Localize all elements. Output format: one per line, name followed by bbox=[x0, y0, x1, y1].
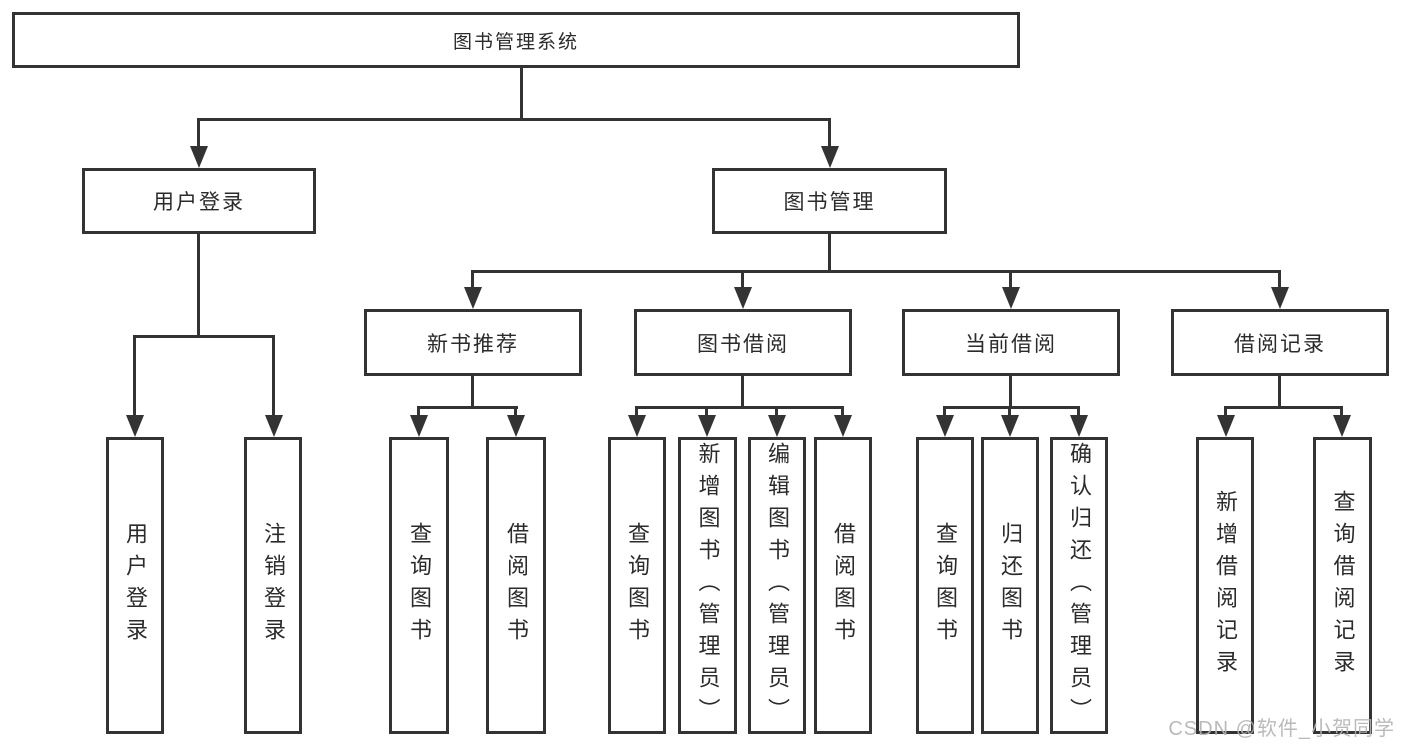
arrowhead-icon bbox=[1217, 415, 1235, 437]
leaf-add-borrow-record: 新增借阅记录 bbox=[1196, 437, 1254, 734]
connector-g4-branch bbox=[943, 406, 1080, 409]
connector-g1-child2 bbox=[272, 335, 275, 415]
connector-g3-branch bbox=[635, 406, 844, 409]
connector-g1-child1 bbox=[133, 335, 136, 415]
connector-g3-child4 bbox=[841, 406, 844, 415]
arrowhead-icon bbox=[126, 415, 144, 437]
connector-g3-child3 bbox=[775, 406, 778, 415]
leaf-query-books-2: 查询图书 bbox=[608, 437, 666, 734]
connector-root-branch bbox=[197, 118, 831, 121]
connector-userlogin-stem bbox=[197, 118, 200, 146]
arrowhead-icon bbox=[821, 146, 839, 168]
node-borrowing-records: 借阅记录 bbox=[1171, 309, 1389, 376]
connector-l3-child1 bbox=[471, 270, 474, 287]
connector-g1-stem bbox=[197, 234, 200, 337]
arrowhead-icon bbox=[464, 287, 482, 309]
node-book-borrowing: 图书借阅 bbox=[634, 309, 852, 376]
connector-g5-branch bbox=[1224, 406, 1342, 409]
connector-l3-child2 bbox=[741, 270, 744, 287]
leaf-user-login: 用户登录 bbox=[106, 437, 164, 734]
leaf-query-books-1: 查询图书 bbox=[389, 437, 449, 734]
arrowhead-icon bbox=[768, 415, 786, 437]
arrowhead-icon bbox=[190, 146, 208, 168]
connector-g2-child1 bbox=[417, 406, 420, 415]
arrowhead-icon bbox=[507, 415, 525, 437]
leaf-borrow-books-1: 借阅图书 bbox=[486, 437, 546, 734]
arrowhead-icon bbox=[698, 415, 716, 437]
connector-g3-child2 bbox=[705, 406, 708, 415]
arrowhead-icon bbox=[734, 287, 752, 309]
connector-g3-stem bbox=[741, 376, 744, 408]
node-current-borrowing: 当前借阅 bbox=[902, 309, 1120, 376]
node-book-management: 图书管理 bbox=[712, 168, 947, 234]
connector-l3-stem bbox=[828, 234, 831, 272]
connector-l3-child4 bbox=[1278, 270, 1281, 287]
arrowhead-icon bbox=[1333, 415, 1351, 437]
leaf-query-books-3: 查询图书 bbox=[916, 437, 974, 734]
connector-l3-branch bbox=[471, 270, 1281, 273]
arrowhead-icon bbox=[628, 415, 646, 437]
arrowhead-icon bbox=[410, 415, 428, 437]
arrowhead-icon bbox=[834, 415, 852, 437]
leaf-edit-book-admin: 编辑图书（管理员） bbox=[748, 437, 806, 734]
arrowhead-icon bbox=[265, 415, 283, 437]
arrowhead-icon bbox=[1271, 287, 1289, 309]
connector-g4-child2 bbox=[1008, 406, 1011, 415]
connector-g4-child1 bbox=[943, 406, 946, 415]
arrowhead-icon bbox=[1070, 415, 1088, 437]
connector-g5-child1 bbox=[1224, 406, 1227, 415]
connector-l3-child3 bbox=[1009, 270, 1012, 287]
connector-g3-child1 bbox=[635, 406, 638, 415]
connector-g2-branch bbox=[417, 406, 518, 409]
connector-g4-child3 bbox=[1077, 406, 1080, 415]
leaf-logout: 注销登录 bbox=[244, 437, 302, 734]
leaf-return-books: 归还图书 bbox=[981, 437, 1039, 734]
leaf-borrow-books-2: 借阅图书 bbox=[814, 437, 872, 734]
arrowhead-icon bbox=[1001, 415, 1019, 437]
connector-bookmgmt-stem bbox=[828, 118, 831, 146]
node-new-book-recommendation: 新书推荐 bbox=[364, 309, 582, 376]
leaf-query-borrow-record: 查询借阅记录 bbox=[1313, 437, 1372, 734]
connector-g4-stem bbox=[1009, 376, 1012, 408]
arrowhead-icon bbox=[936, 415, 954, 437]
connector-root-stem bbox=[520, 68, 523, 118]
connector-g5-stem bbox=[1278, 376, 1281, 408]
root-node: 图书管理系统 bbox=[12, 12, 1020, 68]
node-user-login: 用户登录 bbox=[82, 168, 316, 234]
leaf-confirm-return-admin: 确认归还（管理员） bbox=[1050, 437, 1108, 734]
connector-g2-child2 bbox=[514, 406, 517, 415]
csdn-watermark: CSDN @软件_小贺同学 bbox=[1168, 718, 1395, 740]
connector-g5-child2 bbox=[1340, 406, 1343, 415]
arrowhead-icon bbox=[1002, 287, 1020, 309]
leaf-add-book-admin: 新增图书（管理员） bbox=[678, 437, 737, 734]
connector-g1-branch bbox=[133, 335, 275, 338]
connector-g2-stem bbox=[471, 376, 474, 408]
